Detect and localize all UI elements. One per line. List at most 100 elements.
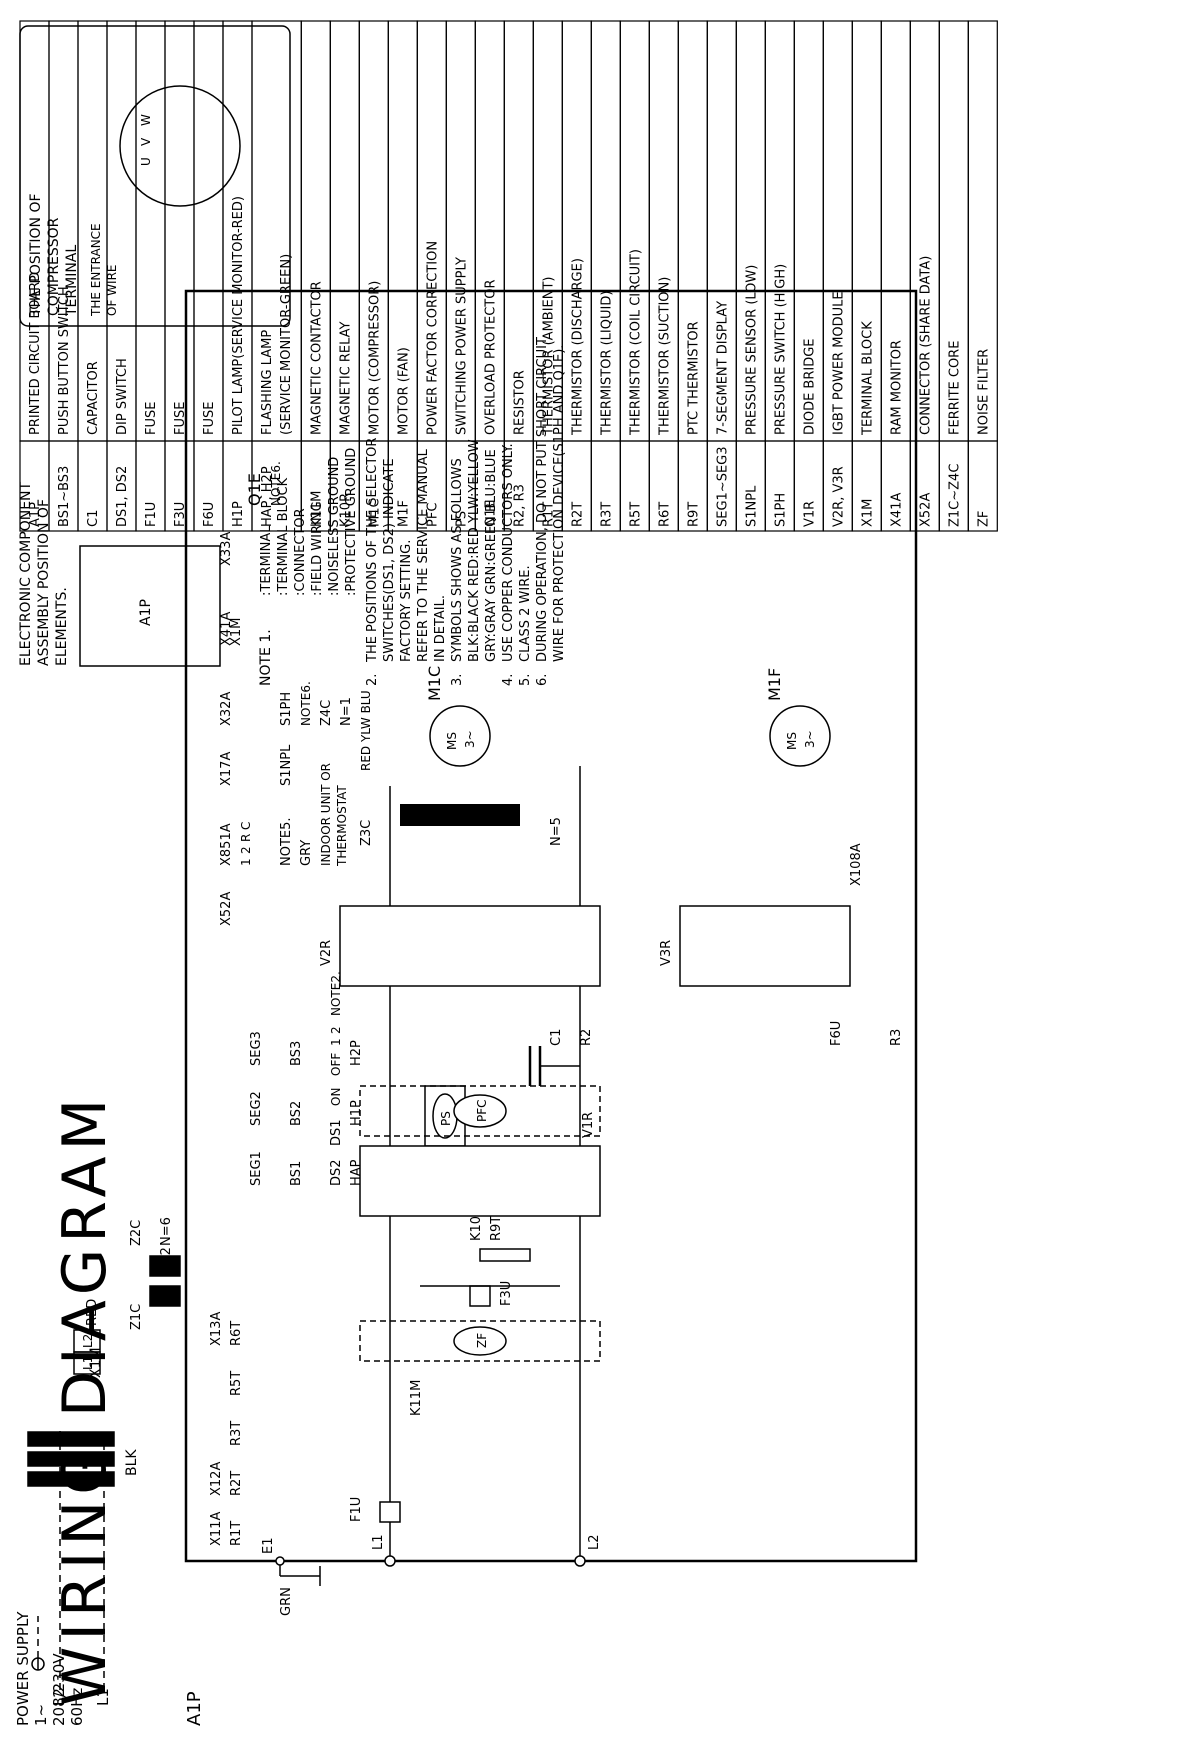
power-l2-label: L2: [50, 1688, 68, 1706]
legend-desc: RESISTOR: [512, 370, 527, 435]
fuse-f1u: [379, 1501, 401, 1523]
diagram-title: WIRING DIAGRAM: [50, 1093, 120, 1706]
legend-code: R2T: [570, 502, 585, 527]
legend-desc: DIODE BRIDGE: [802, 338, 817, 435]
dip-1: 1: [329, 1038, 343, 1046]
assembly-line3: ELEMENTS.: [54, 587, 70, 666]
seg2-label: SEG2: [249, 1091, 264, 1126]
m1c-ms: MS: [445, 732, 459, 750]
zf-label: ZF: [475, 1333, 489, 1348]
legend-code: V2R, V3R: [831, 466, 846, 527]
x33a-label: X33A: [219, 532, 234, 566]
r2-label: R2: [579, 1029, 594, 1046]
legend-code: R5T: [628, 502, 643, 527]
board-outline: [184, 289, 918, 1563]
board-label: A1P: [184, 1691, 205, 1726]
legend-desc-cell: [967, 20, 998, 442]
notes-line: SYMBOLS SHOWS AS FOLLOWS: [450, 458, 465, 662]
off-label: OFF: [329, 1053, 343, 1076]
legend-desc: POWER FACTOR CORRECTION: [425, 241, 440, 435]
x851a-c: C: [239, 822, 253, 830]
legend-code: F1U: [144, 502, 159, 527]
x108a-label: X108A: [849, 843, 864, 886]
power-supply-label: POWER SUPPLY: [14, 1611, 32, 1726]
z4c-label: Z4C: [319, 700, 334, 726]
m1f-ms: MS: [785, 732, 799, 750]
notes-line: CLASS 2 WIRE.: [518, 565, 533, 662]
e1-label: E1: [261, 1538, 276, 1555]
q1e-note6: NOTE6.: [269, 461, 283, 506]
z3c-n5: N=5: [549, 817, 564, 846]
supply-wiring: L2 L1 BLK X1M L1 L2 RED Z1C N=2 Z2C N=6: [27, 1217, 181, 1706]
compressor-u: U: [139, 157, 153, 166]
x17a-label: X17A: [219, 752, 234, 786]
x1m-terminal-l2: [73, 1329, 101, 1353]
legend-code: M1F: [396, 500, 411, 527]
assembly-board: A1P: [138, 599, 154, 626]
pfc-block: [359, 1085, 601, 1137]
legend-desc: DIP SWITCH: [115, 358, 130, 435]
notes-line: USE COPPER CONDUCTORS ONLY.: [501, 443, 516, 662]
legend-desc: FUSE: [202, 402, 217, 435]
hap-label: HAP: [349, 1159, 364, 1186]
note2-label: NOTE2.: [329, 971, 343, 1016]
m1f-label: M1F: [765, 668, 784, 701]
m1c-colors: RED YLW BLU: [359, 690, 373, 771]
igbt-module-v2r: [339, 905, 601, 987]
compressor-v: V: [139, 137, 153, 146]
board-l1: L1: [371, 1534, 386, 1550]
legend-desc-cell: [164, 20, 195, 442]
legend-code: K10R: [338, 493, 353, 527]
compressor-motor-m1c: [429, 705, 491, 767]
ds1-label: DS1: [329, 1119, 344, 1146]
x1m-l2: L2: [81, 1334, 95, 1348]
on-label: ON: [329, 1088, 343, 1106]
legend-desc: PRESSURE SWITCH (HIGH): [773, 264, 788, 435]
legend-desc: NOISE FILTER: [976, 349, 991, 435]
notes-symbol: :FIELD WIRING: [310, 501, 325, 596]
x41a-label: X41A: [219, 612, 234, 646]
assembly-line2: ASSEMBLY POSITION OF: [36, 499, 52, 666]
notes-line: DURING OPERATION, DO NOT PUT SHORT CIRCU…: [535, 337, 550, 662]
legend-code: HAP, H2P: [260, 466, 275, 527]
compressor-w: W: [139, 114, 153, 126]
notes-line: THE POSITIONS OF THE SELECTOR: [365, 438, 380, 663]
gry-label: GRY: [299, 840, 314, 866]
z4c-n1: N=1: [339, 697, 354, 726]
legend-desc: PILOT LAMP(SERVICE MONITOR-RED): [231, 196, 246, 435]
legend-desc-cell: [193, 20, 224, 442]
main-board-a1p: A1P E1 GRN L1 L2 F1U ZF F3U PS K10R R9T: [184, 289, 918, 1726]
notes-line: REFER TO THE SERVICE MANUAL: [416, 448, 431, 662]
legend-desc: THERMISTOR (AMBIENT): [541, 277, 556, 437]
ferrite-core-z2c: [149, 1255, 181, 1277]
x851a-r: R: [239, 834, 253, 842]
notes-number: 4.: [501, 674, 516, 686]
power-supply-frequency: 60Hz: [68, 1688, 86, 1726]
x1m-l1: L1: [81, 1356, 95, 1370]
assembly-note: ELECTRONIC COMPONENT ASSEMBLY POSITION O…: [18, 481, 244, 667]
c1-label: C1: [549, 1029, 564, 1046]
s1npl-label: S1NPL: [279, 744, 294, 786]
ps-label: PS: [439, 1111, 453, 1126]
h2p-label: H2P: [349, 1040, 364, 1066]
legend-code: Z1C~Z4C: [947, 464, 962, 527]
seg3-label: SEG3: [249, 1031, 264, 1066]
legend-desc: MAGNETIC RELAY: [338, 321, 353, 435]
m1c-label: M1C: [425, 666, 444, 701]
v1r-label: V1R: [581, 1112, 596, 1138]
legend-desc: FUSE: [144, 402, 159, 435]
legend-desc: CONNECTOR (SHARE DATA): [918, 256, 933, 435]
notes-number: 5.: [518, 674, 533, 686]
legend-desc-cont: (SERVICE MONITOR-GREEN): [279, 254, 294, 435]
bs1-label: BS1: [289, 1161, 304, 1186]
notes-number: 3.: [450, 674, 465, 686]
power-supply-voltage: 208/230V: [50, 1653, 68, 1726]
legend-code: BS1~BS3: [57, 466, 72, 527]
legend-code: H1P: [231, 501, 246, 527]
legend-desc: TERMINAL BLOCK: [860, 321, 875, 436]
legend-code: SEG1~SEG3: [715, 446, 730, 527]
legend-desc: FERRITE CORE: [947, 341, 962, 435]
legend-desc: THERMISTOR (COIL CIRCUIT): [628, 249, 643, 436]
